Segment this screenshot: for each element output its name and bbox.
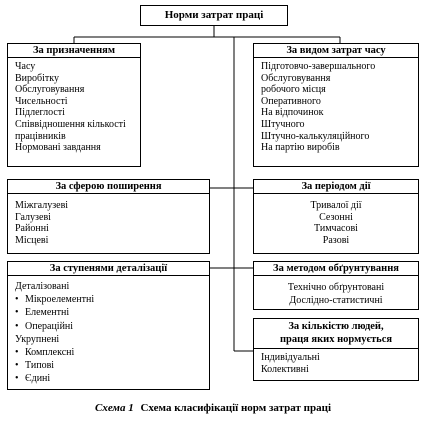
list-item: Єдині bbox=[15, 372, 209, 385]
box-detail: За ступенями деталізації Деталізовані Мі… bbox=[7, 261, 210, 390]
box-period: За періодом дії Тривалої дії Сезонні Тим… bbox=[253, 179, 419, 254]
box-method-title: За методом обґрунтування bbox=[254, 262, 418, 276]
list-item: Місцеві bbox=[15, 234, 49, 246]
list-item: Елементні bbox=[15, 306, 209, 319]
list-item: Дослідно-статистичні bbox=[289, 295, 383, 306]
list-item: Типові bbox=[15, 359, 209, 372]
list-item: Сезонні bbox=[319, 211, 353, 223]
list-item: На партію виробів bbox=[261, 142, 340, 154]
caption-number: Схема 1 bbox=[94, 402, 134, 414]
box-time-type-items: Підготовчо-завершального Обслуговування … bbox=[254, 58, 418, 154]
diagram-caption: Схема 1 Схема класифікації норм затрат п… bbox=[0, 402, 426, 414]
list-item: Чисельності bbox=[15, 95, 68, 107]
list-item: Нормовані завдання bbox=[15, 142, 101, 154]
list-item: Обслуговування bbox=[261, 72, 331, 84]
box-detail-title: За ступенями деталізації bbox=[8, 262, 209, 276]
list-item: Районні bbox=[15, 223, 49, 235]
list-item: Індивідуальні bbox=[261, 352, 320, 363]
list-item: Штучно-калькуляційного bbox=[261, 130, 370, 142]
list-item: Колективні bbox=[261, 364, 309, 375]
root-label: Норми затрат праці bbox=[164, 9, 264, 21]
box-detail-items: Деталізовані Мікроелементні Елементні Оп… bbox=[8, 276, 209, 386]
box-purpose: За призначенням Часу Виробітку Обслугову… bbox=[7, 43, 141, 167]
box-time-type-title: За видом затрат часу bbox=[254, 44, 418, 58]
box-period-title: За періодом дії bbox=[254, 180, 418, 194]
root-box: Норми затрат праці bbox=[140, 5, 288, 26]
list-item: працівників bbox=[15, 130, 66, 142]
list-item: Деталізовані bbox=[15, 281, 70, 292]
list-item: Разові bbox=[322, 234, 350, 246]
box-purpose-items: Часу Виробітку Обслуговування Чисельност… bbox=[8, 58, 140, 154]
list-item: Мікроелементні bbox=[15, 293, 209, 306]
list-item: Міжгалузеві bbox=[15, 200, 69, 211]
list-item: Тимчасові bbox=[314, 223, 358, 235]
list-item: Часу bbox=[15, 61, 36, 72]
list-item: Виробітку bbox=[15, 72, 59, 84]
list-item: Укрупнені bbox=[15, 333, 60, 345]
box-people-title-line2: праця яких нормується bbox=[279, 333, 393, 345]
list-item: Штучного bbox=[261, 118, 305, 130]
box-scope: За сферою поширення Міжгалузеві Галузеві… bbox=[7, 179, 210, 254]
list-item: Операційні bbox=[15, 320, 209, 333]
box-scope-title: За сферою поширення bbox=[8, 180, 209, 194]
list-item: Оперативного bbox=[261, 95, 321, 107]
caption-text: Схема класифікації норм затрат праці bbox=[140, 402, 331, 414]
list-item: На відпочинок bbox=[261, 107, 324, 119]
list-item: Підлеглості bbox=[15, 107, 65, 119]
list-item: Тривалої дії bbox=[310, 200, 362, 211]
list-item: Комплексні bbox=[15, 346, 209, 359]
list-item: Співвідношення кількості bbox=[15, 118, 126, 130]
list-item: Технічно обґрунтовані bbox=[287, 282, 385, 293]
box-people-items: Індивідуальні Колективні bbox=[254, 349, 418, 376]
box-people-title-line1: За кількістю людей, bbox=[288, 321, 384, 332]
box-people-title: За кількістю людей, праця яких нормуєтьс… bbox=[254, 319, 418, 349]
box-scope-items: Міжгалузеві Галузеві Районні Місцеві bbox=[8, 194, 209, 246]
list-item: Підготовчо-завершального bbox=[261, 61, 376, 72]
box-time-type: За видом затрат часу Підготовчо-завершал… bbox=[253, 43, 419, 167]
list-item: Галузеві bbox=[15, 211, 51, 223]
box-period-items: Тривалої дії Сезонні Тимчасові Разові bbox=[254, 194, 418, 246]
list-item: Обслуговування bbox=[15, 84, 85, 96]
box-method-items: Технічно обґрунтовані Дослідно-статистич… bbox=[254, 276, 418, 307]
box-method: За методом обґрунтування Технічно обґрун… bbox=[253, 261, 419, 310]
box-people: За кількістю людей, праця яких нормуєтьс… bbox=[253, 318, 419, 381]
box-purpose-title: За призначенням bbox=[8, 44, 140, 58]
list-item: робочого місця bbox=[261, 84, 326, 96]
